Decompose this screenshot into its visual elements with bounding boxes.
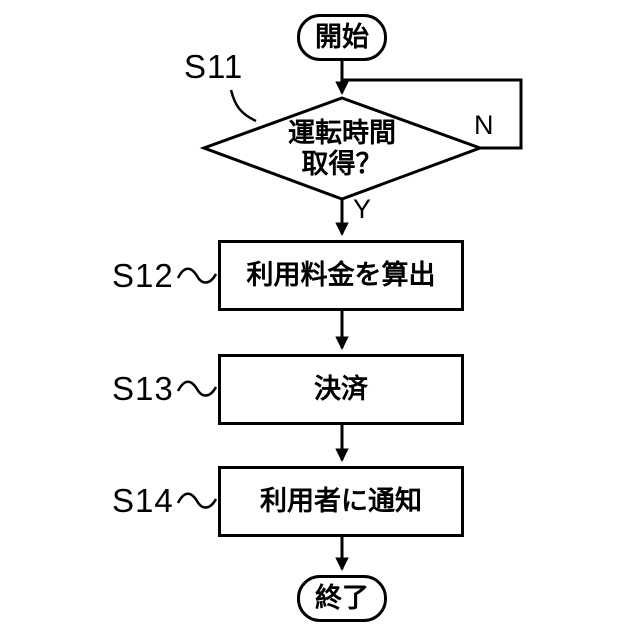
s11-leader-line — [229, 89, 257, 123]
step-id-s11: S11 — [184, 48, 244, 85]
process-box-s14: 利用者に通知 — [218, 466, 464, 537]
decision-label-line1: 運転時間 — [288, 118, 396, 148]
process-box-s13: 決済 — [218, 354, 464, 425]
step-id-s12: S12 — [112, 257, 174, 294]
process-box-s12: 利用料金を算出 — [218, 240, 464, 311]
yes-branch-label: Y — [353, 194, 372, 224]
no-branch-label: N — [474, 110, 494, 140]
start-terminator: 開始 — [297, 14, 387, 61]
s13-tilde-connector — [176, 380, 218, 397]
end-label: 終了 — [315, 583, 369, 613]
step-id-s14: S14 — [112, 482, 174, 519]
end-terminator: 終了 — [297, 575, 387, 622]
step-id-s13: S13 — [112, 370, 174, 407]
loop-no-branch — [343, 78, 523, 150]
decision-label-line2: 取得？ — [301, 149, 383, 179]
process-label-s14: 利用者に通知 — [260, 486, 422, 516]
process-label-s13: 決済 — [314, 374, 368, 404]
s14-tilde-connector — [176, 492, 218, 509]
decision-label: 運転時間 取得？ — [242, 116, 442, 182]
start-label: 開始 — [315, 22, 369, 52]
s12-tilde-connector — [176, 267, 218, 284]
process-label-s12: 利用料金を算出 — [246, 260, 436, 290]
